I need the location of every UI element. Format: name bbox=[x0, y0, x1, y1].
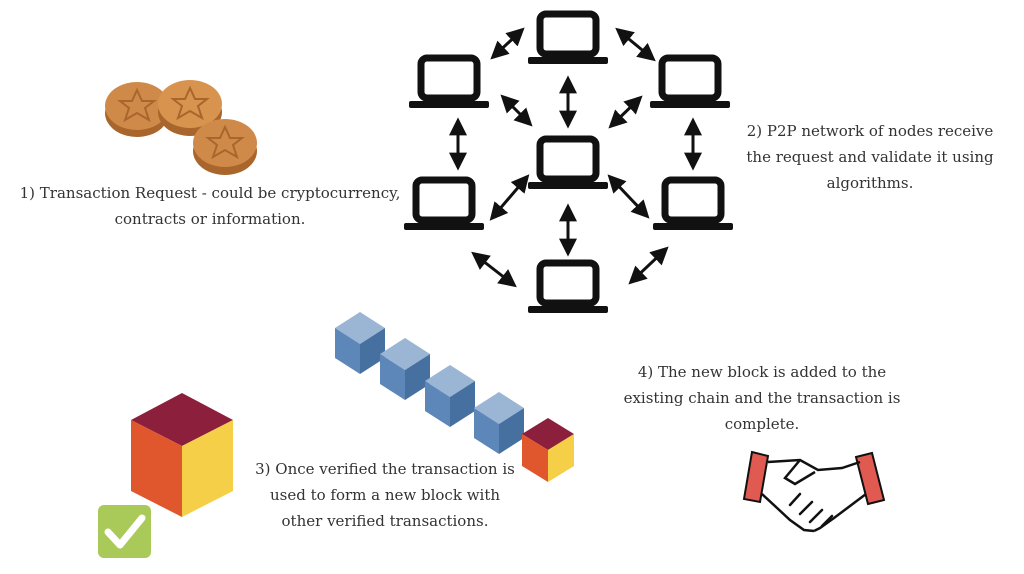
caption-line: 2) P2P network of nodes receive bbox=[746, 122, 994, 140]
caption-line: 3) Once verified the transaction is bbox=[255, 460, 515, 478]
network-arrow bbox=[500, 94, 533, 127]
network-arrow bbox=[489, 174, 530, 221]
laptop-icon bbox=[404, 180, 484, 230]
laptop-icon bbox=[650, 58, 730, 108]
checkmark-icon bbox=[98, 505, 151, 558]
caption-line: existing chain and the transaction is bbox=[623, 389, 901, 407]
coin bbox=[193, 119, 257, 175]
block-chain-icon bbox=[335, 312, 574, 482]
new-block-icon bbox=[131, 393, 233, 517]
caption-line: 1) Transaction Request - could be crypto… bbox=[19, 184, 401, 202]
chain-block bbox=[474, 392, 524, 454]
network-arrow bbox=[608, 95, 643, 129]
handshake-icon bbox=[742, 450, 886, 533]
coins-icon bbox=[105, 80, 257, 175]
laptop-network-icon bbox=[404, 14, 733, 313]
network-arrow bbox=[607, 174, 650, 219]
step-1-caption: 1) Transaction Request - could be crypto… bbox=[12, 180, 408, 232]
step-2-caption: 2) P2P network of nodes receive the requ… bbox=[735, 118, 1005, 196]
network-arrow bbox=[471, 251, 517, 288]
caption-line: the request and validate it using bbox=[746, 148, 994, 166]
network-arrow bbox=[615, 27, 656, 62]
chain-block bbox=[335, 312, 385, 374]
caption-line: used to form a new block with bbox=[269, 486, 501, 504]
step-3-caption: 3) Once verified the transaction is used… bbox=[240, 456, 530, 534]
network-arrow bbox=[490, 27, 525, 60]
caption-line: contracts or information. bbox=[114, 210, 306, 228]
laptop-icon bbox=[409, 58, 489, 108]
laptop-icon bbox=[653, 180, 733, 230]
chain-block bbox=[425, 365, 475, 427]
caption-line: algorithms. bbox=[826, 174, 914, 192]
new-chain-block bbox=[522, 418, 574, 482]
coin bbox=[105, 82, 169, 137]
laptop-icon bbox=[528, 139, 608, 189]
caption-line: 4) The new block is added to the bbox=[637, 363, 887, 381]
chain-block bbox=[380, 338, 430, 400]
network-arrow bbox=[628, 246, 669, 285]
laptop-icon bbox=[528, 14, 608, 64]
caption-line: complete. bbox=[724, 415, 800, 433]
laptop-icon bbox=[528, 263, 608, 313]
caption-line: other verified transactions. bbox=[281, 512, 489, 530]
step-4-caption: 4) The new block is added to the existin… bbox=[612, 359, 912, 437]
